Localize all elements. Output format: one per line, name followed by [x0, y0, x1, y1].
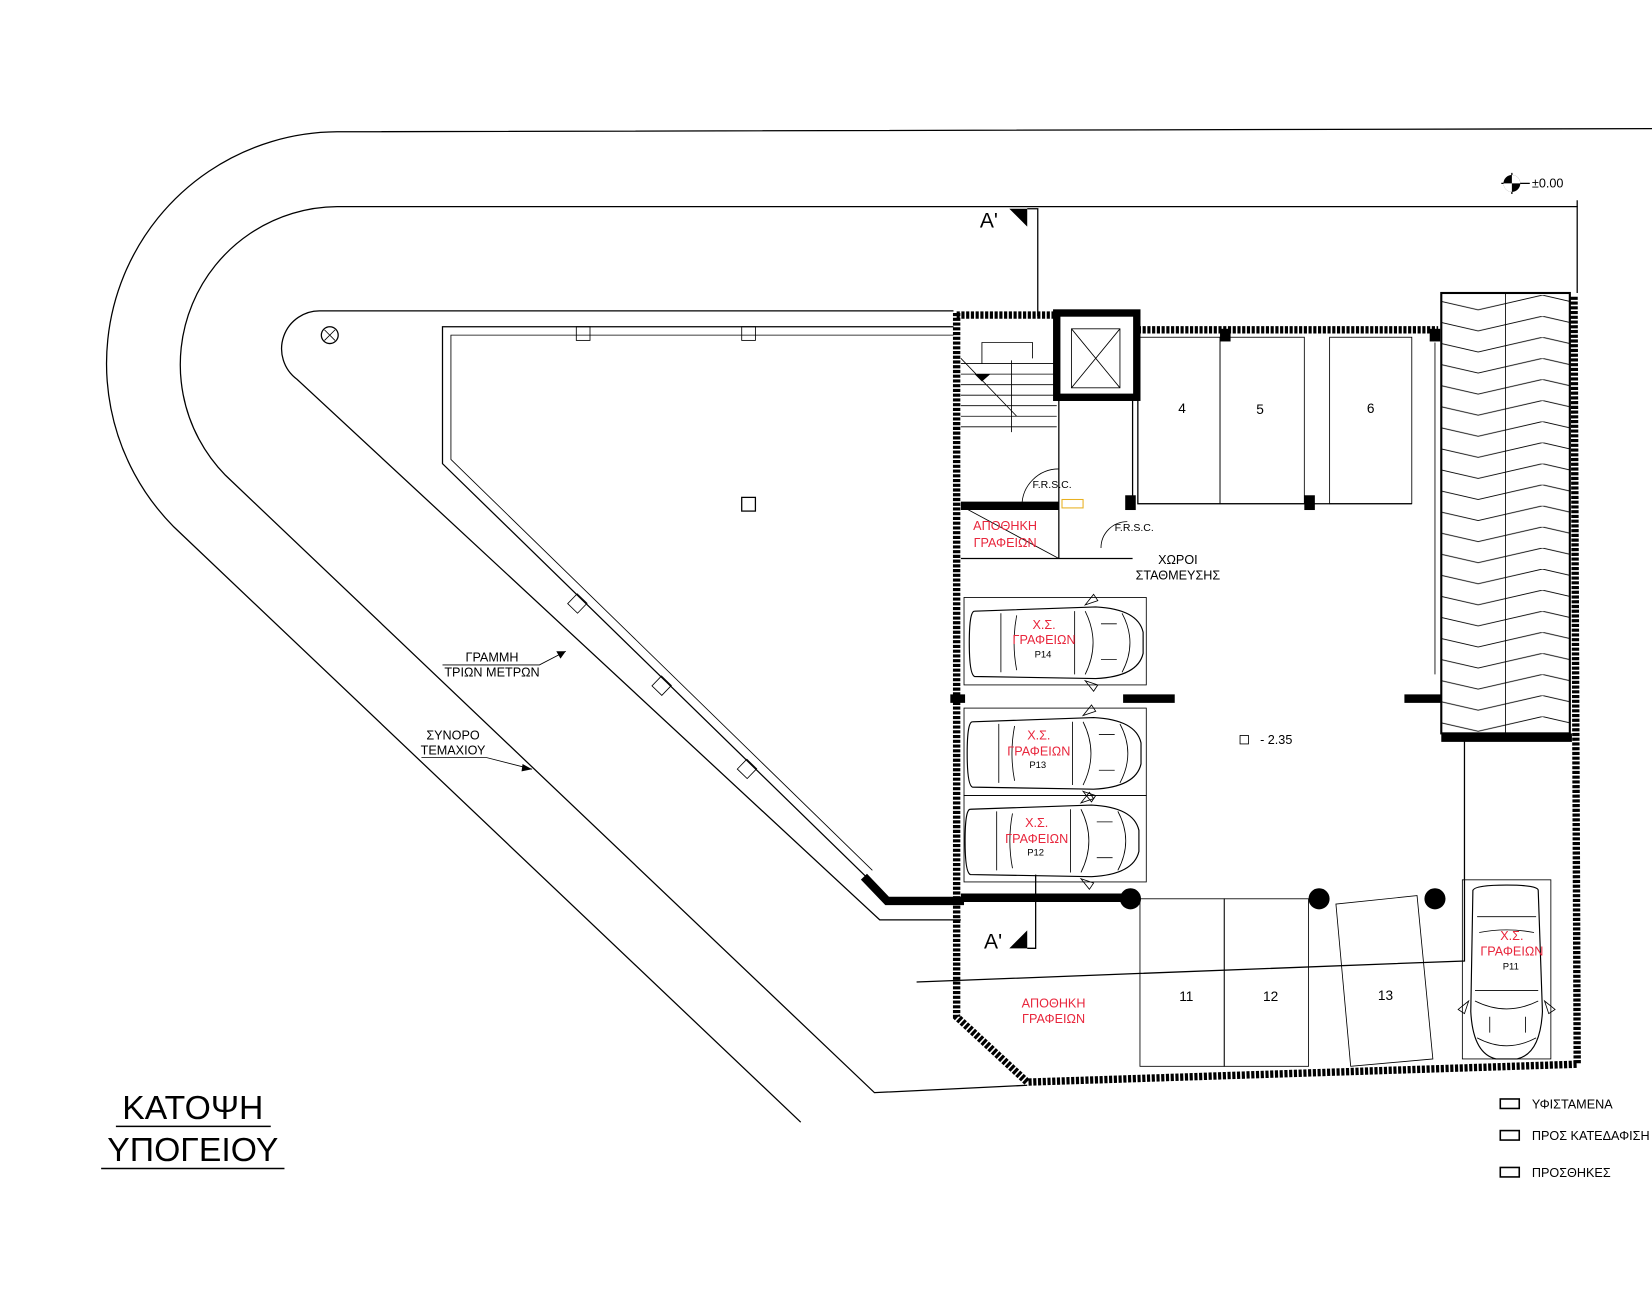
p12-label-2: ΓΡΑΦΕΙΩΝ — [1005, 832, 1068, 846]
frsc-label-1: F.R.S.C. — [1033, 479, 1072, 491]
p14-label-1: Χ.Σ. — [1032, 618, 1055, 632]
staircase — [960, 342, 1128, 548]
p12-id: P12 — [1027, 848, 1044, 859]
plot-boundary-line — [179, 205, 1578, 1094]
reserved-space-labels: Χ.Σ. ΓΡΑΦΕΙΩΝ P14 Χ.Σ. ΓΡΑΦΕΙΩΝ P13 Χ.Σ.… — [1005, 618, 1543, 972]
parking-space-12: 12 — [1263, 989, 1278, 1004]
p12-label-1: Χ.Σ. — [1025, 816, 1048, 830]
legend-existing: ΥΦΙΣΤΑΜΕΝΑ — [1532, 1097, 1613, 1111]
title-line-1: ΚΑΤΟΨΗ — [122, 1089, 263, 1127]
stair-arrow-icon — [974, 374, 991, 382]
storage-labels: ΑΠΟΘΗΚΗ ΓΡΑΦΕΙΩΝ ΑΠΟΘΗΚΗ ΓΡΑΦΕΙΩΝ — [973, 519, 1085, 1026]
storage-2-label-2: ΓΡΑΦΕΙΩΝ — [1022, 1012, 1085, 1026]
building-walls — [916, 295, 1581, 1086]
arrow-icon — [521, 763, 533, 772]
title-line-2: ΥΠΟΓΕΙΟΥ — [107, 1131, 278, 1169]
p14-id: P14 — [1035, 650, 1052, 661]
arrow-icon — [556, 651, 566, 659]
plot-boundary-label-1: ΣΥΝΟΡΟ — [426, 729, 480, 743]
frsc-label-2: F.R.S.C. — [1115, 522, 1154, 534]
column — [1119, 888, 1142, 910]
three-meter-line — [280, 310, 961, 921]
section-mark-bottom: A' — [984, 930, 1002, 953]
parking-space-5: 5 — [1256, 402, 1264, 417]
p13-label-2: ΓΡΑΦΕΙΩΝ — [1007, 745, 1070, 759]
parking-space-6: 6 — [1367, 401, 1375, 416]
road-outer-line — [105, 128, 1652, 1123]
parking-space-4: 4 — [1178, 401, 1186, 416]
legend-swatch — [1499, 1098, 1521, 1110]
legend-additions: ΠΡΟΣΘΗΚΕΣ — [1532, 1166, 1611, 1180]
p13-id: P13 — [1029, 760, 1046, 771]
annotations: ΓΡΑΜΜΗ ΤΡΙΩΝ ΜΕΤΡΩΝ ΣΥΝΟΡΟ ΤΕΜΑΧΙΟΥ ΧΩΡΟ… — [421, 479, 1292, 772]
storage-1-label-2: ΓΡΑΦΕΙΩΝ — [974, 536, 1037, 550]
drawing-title: ΚΑΤΟΨΗ ΥΠΟΓΕΙΟΥ — [101, 1089, 285, 1170]
ramp — [1440, 291, 1571, 735]
legend-swatch — [1499, 1129, 1521, 1141]
parking-space-11: 11 — [1179, 989, 1193, 1004]
p14-label-2: ΓΡΑΦΕΙΩΝ — [1013, 633, 1076, 647]
elevator-icon — [1071, 328, 1121, 389]
parking-numbers: 4 5 6 11 12 13 — [1178, 401, 1393, 1004]
legend-demolition: ΠΡΟΣ ΚΑΤΕΔΑΦΙΣΗ — [1532, 1129, 1650, 1143]
column — [1308, 888, 1330, 910]
plot-boundary-label-2: ΤΕΜΑΧΙΟΥ — [421, 743, 486, 757]
level-marker-label: ±0.00 — [1532, 177, 1564, 191]
legend: ΥΦΙΣΤΑΜΕΝΑ ΠΡΟΣ ΚΑΤΕΔΑΦΙΣΗ ΠΡΟΣΘΗΚΕΣ — [1499, 1097, 1650, 1180]
floor-level-label: - 2.35 — [1260, 733, 1292, 747]
p11-label-2: ΓΡΑΦΕΙΩΝ — [1480, 945, 1543, 959]
p11-label-1: Χ.Σ. — [1500, 929, 1523, 943]
survey-point-icon — [320, 326, 339, 345]
parking-area-label-1: ΧΩΡΟΙ — [1158, 553, 1198, 567]
storage-2-label-1: ΑΠΟΘΗΚΗ — [1022, 996, 1086, 1010]
parking-area-label-2: ΣΤΑΘΜΕΥΣΗΣ — [1136, 569, 1221, 583]
column — [1424, 888, 1446, 910]
legend-swatch — [1499, 1166, 1521, 1178]
three-meter-line-label-2: ΤΡΙΩΝ ΜΕΤΡΩΝ — [444, 665, 539, 679]
three-meter-line-label-1: ΓΡΑΜΜΗ — [466, 651, 519, 665]
section-mark-top: A' — [980, 210, 998, 233]
p13-label-1: Χ.Σ. — [1027, 729, 1050, 743]
basement-room-outline — [441, 326, 965, 906]
storage-1-label-1: ΑΠΟΘΗΚΗ — [973, 519, 1037, 533]
level-marker: ±0.00 — [1501, 172, 1578, 207]
parking-bays — [963, 336, 1556, 1067]
parking-space-13: 13 — [1378, 988, 1394, 1003]
p11-id: P11 — [1503, 961, 1519, 972]
